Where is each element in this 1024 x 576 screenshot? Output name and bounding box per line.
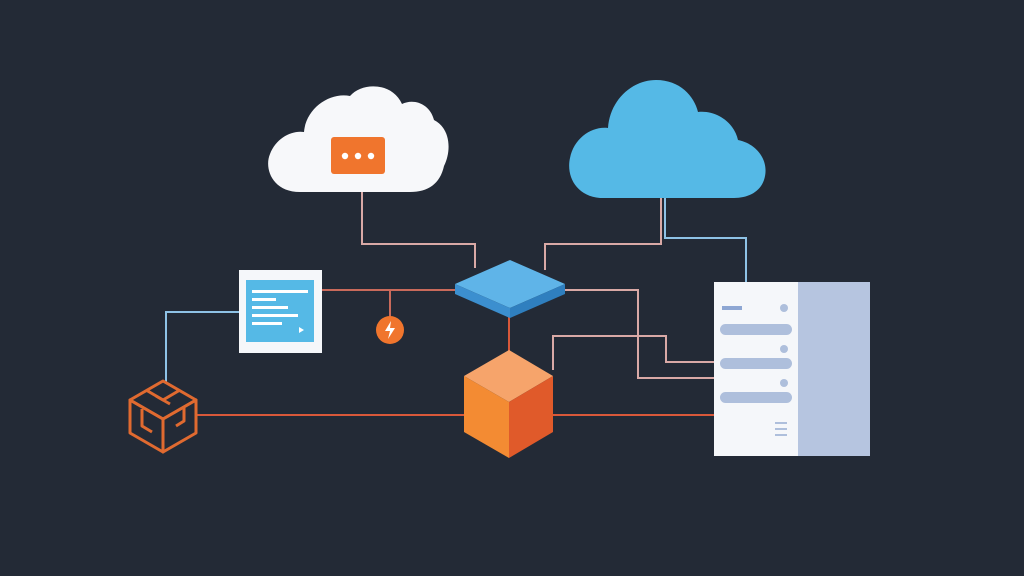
server-rack-icon	[714, 282, 870, 456]
connector-hub-to-server	[565, 289, 714, 379]
connector-panel-to-box	[165, 311, 240, 384]
connector-blue-cloud-to-hub	[544, 196, 662, 270]
cloud-icon	[569, 80, 766, 198]
connector-blue-cloud-to-server	[664, 196, 747, 282]
box-wireframe-icon	[128, 379, 198, 454]
lightning-icon	[376, 316, 404, 344]
connections	[165, 192, 747, 416]
cube-icon	[464, 350, 553, 458]
chat-bubble-icon	[331, 137, 385, 174]
connector-cloud-to-hub	[361, 192, 476, 268]
connector-cube-to-server-upper	[552, 335, 714, 370]
document-panel-icon	[239, 270, 322, 353]
network-hub-icon	[455, 260, 565, 318]
